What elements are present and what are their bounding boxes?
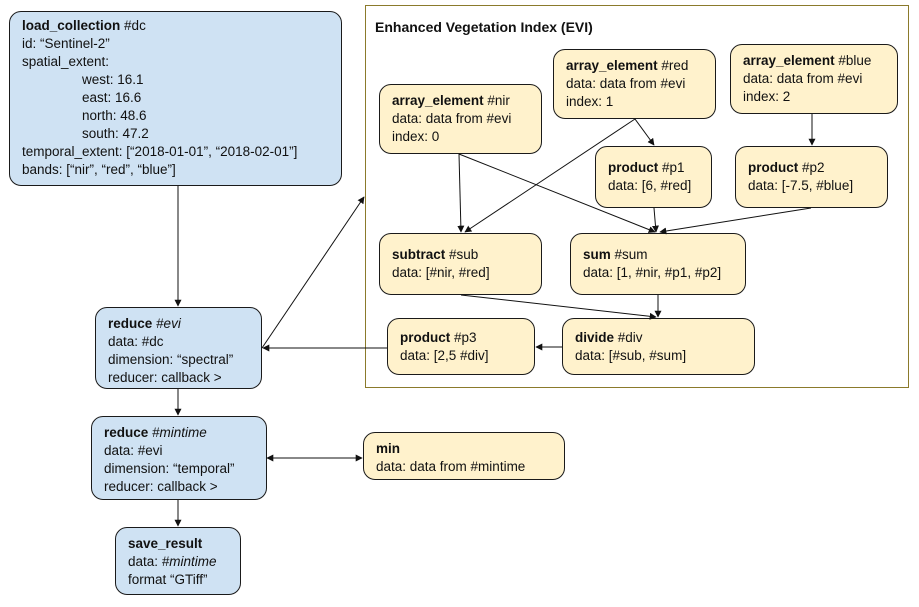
node-ref: #dc xyxy=(124,18,146,33)
edge-red-to-sub xyxy=(464,118,636,233)
param-data: data: [-7.5, #blue] xyxy=(748,178,854,193)
node-reduce-mintime[interactable]: reduce #mintime data: #evi dimension: “t… xyxy=(91,416,267,500)
param-data: data: [1, #nir, #p1, #p2] xyxy=(583,265,722,280)
param-data-ref: #mintime xyxy=(161,554,217,569)
param-data: data: [2,5 #div] xyxy=(400,348,489,363)
node-name: sum xyxy=(583,247,611,262)
node-product-p3[interactable]: product #p3 data: [2,5 #div] xyxy=(387,318,535,375)
node-array-element-nir[interactable]: array_element #nir data: data from #evi … xyxy=(379,84,542,154)
node-name: reduce xyxy=(108,316,153,331)
param-temporal-extent: temporal_extent: [“2018-01-01”, “2018-02… xyxy=(22,144,298,159)
edge-red-to-p1 xyxy=(634,118,655,146)
param-east: east: 16.6 xyxy=(82,90,142,105)
param-format: format “GTiff” xyxy=(128,572,208,587)
evi-group-title: Enhanced Vegetation Index (EVI) xyxy=(375,19,593,35)
node-ref: #red xyxy=(661,58,689,73)
param-spatial-extent: spatial_extent: xyxy=(22,54,110,69)
param-data: data: data from #evi xyxy=(743,71,863,86)
param-index: index: 1 xyxy=(566,94,614,109)
node-ref: #p2 xyxy=(802,160,825,175)
param-reducer[interactable]: reducer: callback > xyxy=(104,479,218,494)
node-name: product xyxy=(748,160,799,175)
param-data: data: #dc xyxy=(108,334,164,349)
node-name: subtract xyxy=(392,247,446,262)
node-name: array_element xyxy=(566,58,658,73)
node-ref: #p3 xyxy=(454,330,477,345)
node-name: array_element xyxy=(392,93,484,108)
param-data-label: data: xyxy=(128,554,162,569)
node-reduce-evi[interactable]: reduce #evi data: #dc dimension: “spectr… xyxy=(95,307,262,389)
edge-nir-to-sum xyxy=(458,153,656,233)
param-bands: bands: [“nir”, “red”, “blue”] xyxy=(22,162,176,177)
node-ref: #nir xyxy=(487,93,510,108)
node-ref: #sub xyxy=(449,247,479,262)
node-name: product xyxy=(608,160,659,175)
param-data: data: data from #evi xyxy=(392,111,512,126)
param-data: data: #evi xyxy=(104,443,163,458)
node-load-collection[interactable]: load_collection #dc id: “Sentinel-2” spa… xyxy=(9,11,342,186)
node-array-element-red[interactable]: array_element #red data: data from #evi … xyxy=(553,49,716,119)
param-index: index: 2 xyxy=(743,89,791,104)
node-name: divide xyxy=(575,330,615,345)
edge-nir-to-sub xyxy=(457,153,465,233)
edge-p2-to-sum xyxy=(659,207,812,235)
node-product-p2[interactable]: product #p2 data: [-7.5, #blue] xyxy=(735,146,888,208)
node-name: load_collection xyxy=(22,18,121,33)
evi-group-frame xyxy=(365,5,909,388)
param-data: data: data from #evi xyxy=(566,76,686,91)
param-data: data: [#nir, #red] xyxy=(392,265,490,280)
param-dimension: dimension: “spectral” xyxy=(108,352,234,367)
node-name: array_element xyxy=(743,53,835,68)
node-save-result[interactable]: save_result data: #mintime format “GTiff… xyxy=(115,527,241,595)
node-array-element-blue[interactable]: array_element #blue data: data from #evi… xyxy=(730,44,898,114)
edge-p1-to-sum xyxy=(651,207,659,233)
node-divide-div[interactable]: divide #div data: [#sub, #sum] xyxy=(562,318,755,375)
node-name: product xyxy=(400,330,451,345)
param-dimension: dimension: “temporal” xyxy=(104,461,235,476)
param-data: data: data from #mintime xyxy=(376,459,526,474)
param-reducer[interactable]: reducer: callback > xyxy=(108,370,222,385)
edge-sub-to-div xyxy=(460,294,657,320)
param-north: north: 48.6 xyxy=(82,108,147,123)
node-ref: #mintime xyxy=(152,425,207,440)
node-name: reduce xyxy=(104,425,149,440)
node-ref: #blue xyxy=(838,53,872,68)
edge-evi-to-frame xyxy=(261,196,365,349)
node-name: save_result xyxy=(128,536,203,551)
node-product-p1[interactable]: product #p1 data: [6, #red] xyxy=(595,146,712,208)
param-west: west: 16.1 xyxy=(82,72,144,87)
param-id: id: “Sentinel-2” xyxy=(22,36,110,51)
node-ref: #div xyxy=(617,330,643,345)
param-south: south: 47.2 xyxy=(82,126,149,141)
param-index: index: 0 xyxy=(392,129,440,144)
node-sum-sum[interactable]: sum #sum data: [1, #nir, #p1, #p2] xyxy=(570,233,746,295)
node-min[interactable]: min data: data from #mintime xyxy=(363,432,565,480)
node-ref: #sum xyxy=(614,247,648,262)
param-data: data: [#sub, #sum] xyxy=(575,348,687,363)
node-ref: #p1 xyxy=(662,160,685,175)
param-data: data: [6, #red] xyxy=(608,178,692,193)
node-subtract-sub[interactable]: subtract #sub data: [#nir, #red] xyxy=(379,233,542,295)
node-ref: #evi xyxy=(156,316,181,331)
node-name: min xyxy=(376,441,401,456)
